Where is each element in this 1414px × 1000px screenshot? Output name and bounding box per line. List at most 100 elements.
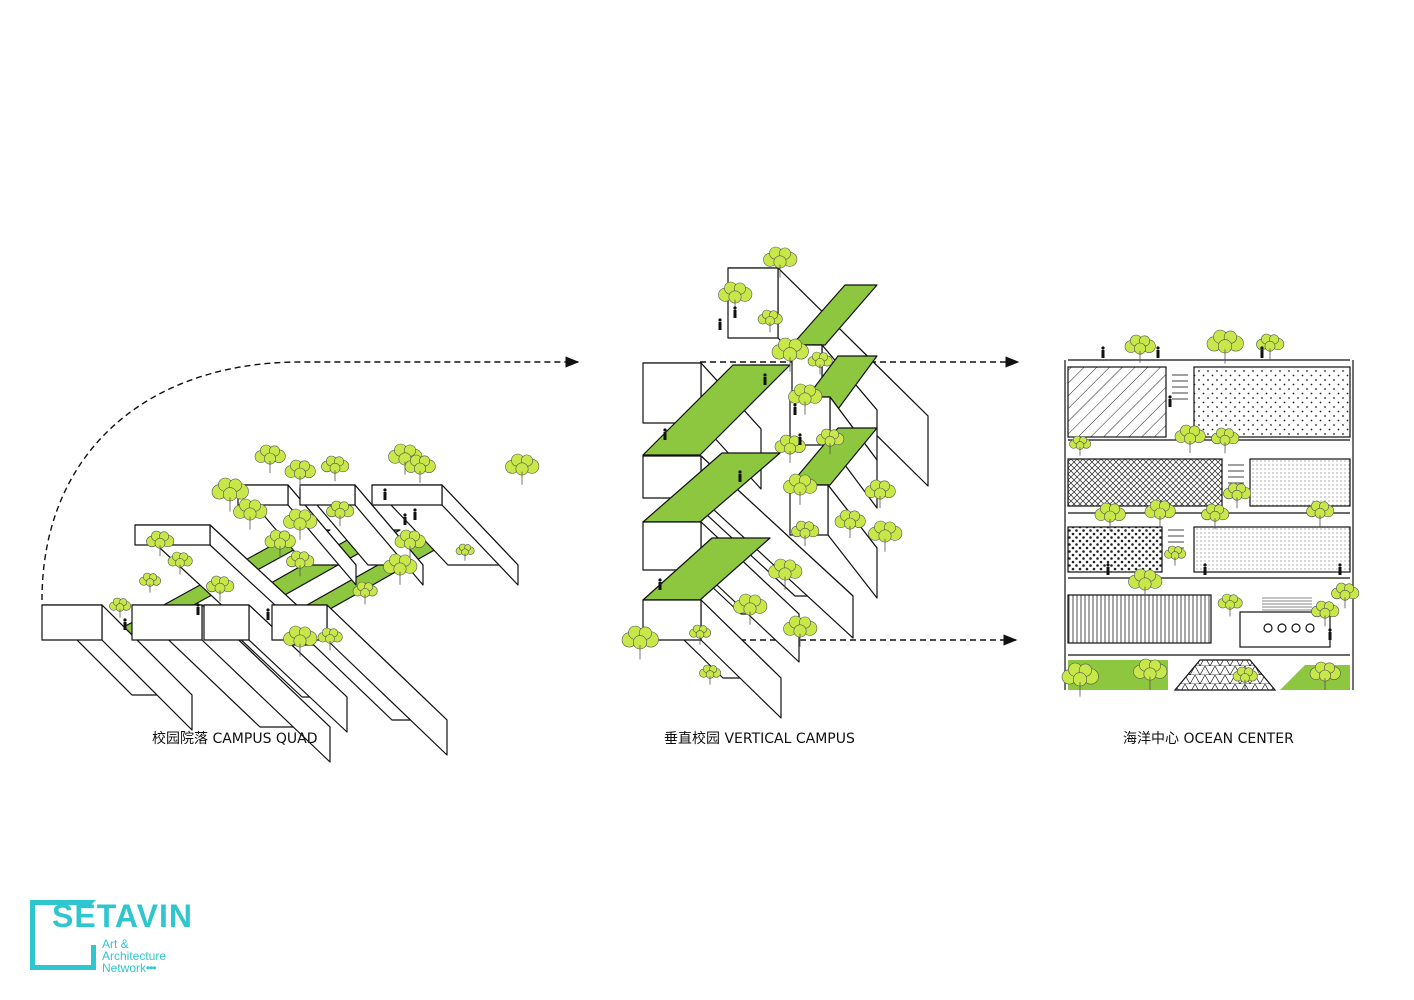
person-head: [403, 513, 407, 517]
tree: [1223, 482, 1252, 509]
person-head: [1328, 628, 1332, 632]
person-body: [403, 517, 407, 525]
porthole: [1277, 623, 1287, 633]
person: [383, 488, 387, 500]
bar-front: [41, 604, 103, 641]
person-head: [266, 608, 270, 612]
tree: [864, 479, 896, 508]
tree: [1069, 435, 1092, 456]
tree: [763, 246, 798, 278]
tree: [1164, 545, 1187, 566]
panel-coarse-dots: [1067, 526, 1163, 573]
person-head: [793, 403, 797, 407]
tree: [1211, 427, 1240, 454]
tree: [689, 624, 712, 645]
tree: [1309, 661, 1341, 690]
person: [1101, 346, 1105, 358]
person-head: [798, 433, 802, 437]
person-body: [413, 512, 417, 520]
person: [793, 403, 797, 415]
person: [196, 603, 200, 615]
logo-frame: [30, 900, 96, 970]
logo-tagline: Art & Architecture Network•••: [102, 938, 166, 974]
tree: [283, 625, 318, 657]
tree: [404, 454, 436, 483]
tree: [1331, 582, 1360, 609]
person-body: [1101, 350, 1105, 358]
person: [733, 306, 737, 318]
tree: [834, 509, 866, 538]
person-body: [738, 474, 742, 482]
tree: [394, 529, 426, 558]
tree: [211, 477, 249, 512]
person-body: [798, 437, 802, 445]
person-head: [718, 318, 722, 322]
panel-cross: [1067, 458, 1223, 507]
panel-fine-dots: [1249, 458, 1351, 507]
person-head: [1156, 346, 1160, 350]
tree: [1206, 329, 1244, 364]
tree: [167, 551, 193, 575]
person: [1156, 346, 1160, 358]
porthole: [1263, 623, 1273, 633]
trees: [109, 246, 1360, 697]
tree: [621, 625, 659, 660]
person: [413, 508, 417, 520]
person-body: [1328, 632, 1332, 640]
logo-brand: SETAVIN: [52, 898, 193, 934]
person-body: [1203, 567, 1207, 575]
bar-front: [642, 599, 702, 641]
person-head: [196, 603, 200, 607]
tree: [774, 434, 806, 463]
person-body: [663, 432, 667, 440]
bar-front: [203, 604, 250, 641]
tree: [206, 575, 235, 602]
tree: [254, 444, 286, 473]
person-body: [658, 582, 662, 590]
tree: [1311, 600, 1340, 627]
person: [1328, 628, 1332, 640]
tree: [286, 550, 315, 577]
tree: [326, 500, 355, 527]
logo-tagline-line1: Art &: [102, 937, 129, 951]
panel-dots: [1193, 366, 1351, 438]
arrow-quad-to-vertical: [41, 356, 580, 601]
person-head: [738, 470, 742, 474]
tree: [233, 498, 268, 530]
person: [403, 513, 407, 525]
panel-diagonal: [1067, 366, 1167, 438]
panel-vertical-lines: [1067, 594, 1212, 644]
bar-front: [131, 604, 203, 641]
person: [763, 373, 767, 385]
tree: [733, 593, 768, 625]
caption-campus-quad: 校园院落 CAMPUS QUAD: [152, 731, 318, 747]
tree: [1094, 502, 1126, 531]
person-head: [733, 306, 737, 310]
person: [738, 470, 742, 482]
people: [123, 306, 1342, 640]
person-body: [763, 377, 767, 385]
tree: [146, 530, 175, 557]
person: [1203, 563, 1207, 575]
tree: [783, 615, 818, 647]
quad-bar-back-4: [371, 484, 519, 586]
caption-ocean-center: 海洋中心 OCEAN CENTER: [1123, 731, 1294, 747]
porthole: [1291, 623, 1301, 633]
tree: [771, 337, 809, 372]
person-head: [1106, 563, 1110, 567]
person-head: [123, 618, 127, 622]
tree: [139, 572, 162, 593]
quad-bar-front-1: [41, 604, 193, 731]
tree: [788, 383, 823, 415]
bar-front: [371, 484, 443, 506]
person: [718, 318, 722, 330]
tree: [718, 281, 753, 313]
tree: [1217, 593, 1243, 617]
person-body: [1168, 399, 1172, 407]
person: [123, 618, 127, 630]
person-body: [718, 322, 722, 330]
tree: [1124, 334, 1156, 363]
tree: [1232, 666, 1258, 690]
tree: [1201, 503, 1230, 530]
